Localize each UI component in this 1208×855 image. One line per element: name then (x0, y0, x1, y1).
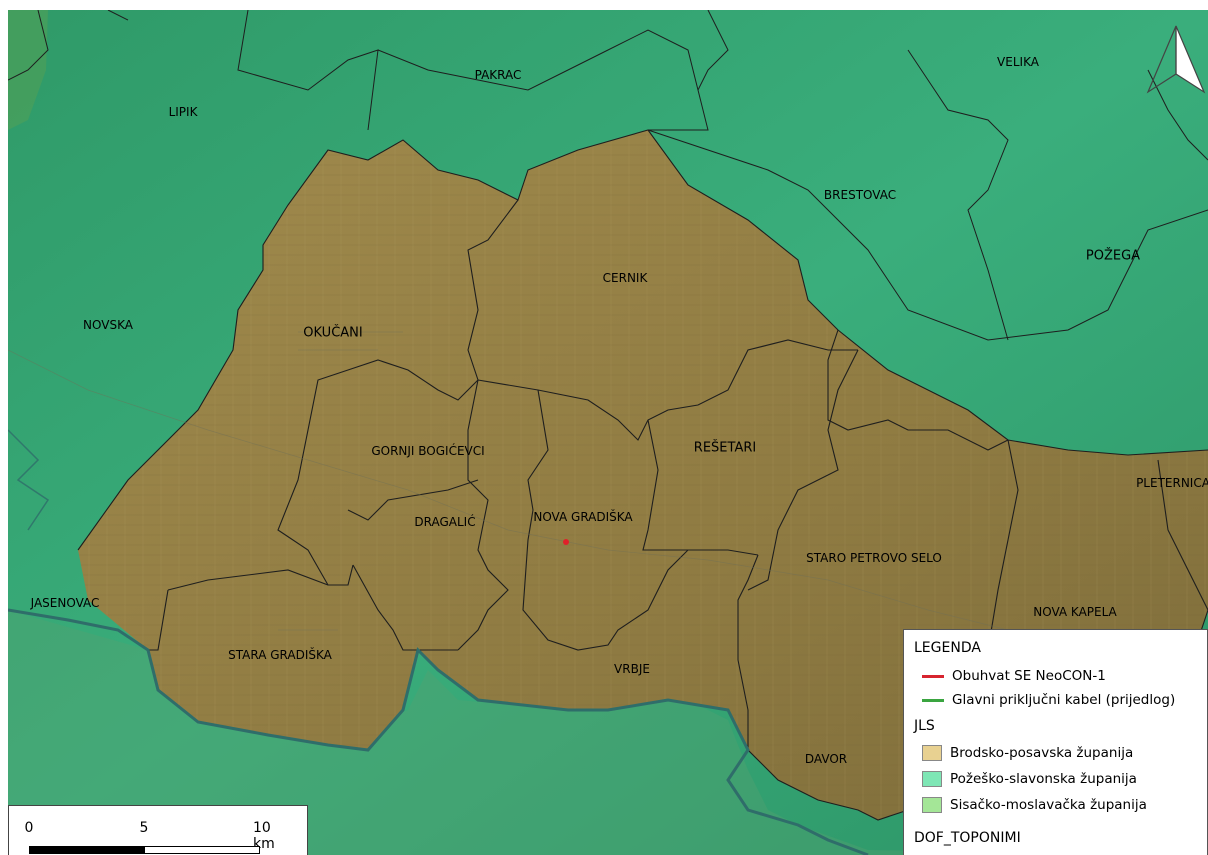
place-label-novska: NOVSKA (83, 318, 133, 332)
sava-river (8, 608, 869, 855)
place-label-brestovac: BRESTOVAC (823, 188, 897, 202)
legend-item-label: Sisačko-moslavačka županija (950, 797, 1147, 813)
roads (8, 331, 1009, 631)
legend-panel: LEGENDA Obuhvat SE NeoCON-1 Glavni prikl… (903, 629, 1208, 855)
legend-item-label: Glavni priključni kabel (prijedlog) (952, 692, 1176, 708)
legend-item-project-boundary: Obuhvat SE NeoCON-1 (922, 666, 1106, 686)
south-lowland (8, 610, 1208, 855)
place-label-vrbje: VRBJE (614, 662, 650, 676)
legend-item-label: Obuhvat SE NeoCON-1 (952, 668, 1106, 684)
legend-dof-title: DOF_TOPONIMI (914, 830, 1021, 846)
legend-item-sisak-moslavina: Sisačko-moslavačka županija (922, 795, 1147, 815)
legend-item-pozega-slavonia: Požeško-slavonska županija (922, 769, 1137, 789)
scale-bar: 0 5 10 km (8, 805, 308, 855)
place-label-davor: DAVOR (804, 752, 848, 766)
place-label-lipik: LIPIK (168, 105, 198, 119)
legend-title: LEGENDA (914, 640, 981, 656)
place-label-cernik: CERNIK (602, 271, 648, 285)
project-site-marker[interactable] (563, 539, 569, 545)
place-label-dragalic: DRAGALIĆ (414, 515, 476, 529)
municipality-boundaries (77, 129, 1208, 821)
legend-jls-title: JLS (914, 718, 935, 734)
scale-bar-black-segment (29, 846, 144, 854)
place-label-jasenovac: JASENOVAC (30, 596, 100, 610)
red-line-icon (922, 674, 944, 678)
beige-swatch-icon (922, 745, 942, 761)
place-label-nova-kapela: NOVA KAPELA (1033, 605, 1117, 619)
scale-label-0: 0 (24, 820, 34, 836)
place-label-resetari: REŠETARI (693, 440, 757, 456)
place-label-pozega: POŽEGA (1085, 248, 1141, 264)
legend-item-label: Požeško-slavonska županija (950, 771, 1137, 787)
legend-item-main-cable: Glavni priključni kabel (prijedlog) (922, 690, 1175, 710)
river-una (8, 429, 50, 531)
green-line-icon (922, 698, 944, 702)
place-label-staro-petrovo-selo: STARO PETROVO SELO (806, 551, 942, 565)
place-label-okucani: OKUČANI (303, 325, 363, 341)
place-label-nova-gradiska: NOVA GRADIŠKA (533, 510, 633, 524)
place-label-pleternica: PLETERNICA (1136, 476, 1208, 490)
north-arrow-icon (1146, 25, 1206, 94)
teal-swatch-icon (922, 771, 942, 787)
legend-item-brod-posavina: Brodsko-posavska županija (922, 743, 1133, 763)
place-label-velika: VELIKA (997, 55, 1039, 69)
legend-item-label: Brodsko-posavska županija (950, 745, 1134, 761)
scale-bar-white-segment (144, 846, 260, 854)
light-green-swatch-icon (922, 797, 942, 813)
place-label-stara-gradiska: STARA GRADIŠKA (228, 648, 332, 662)
scale-label-5: 5 (139, 820, 149, 836)
place-label-pakrac: PAKRAC (474, 68, 522, 82)
map-canvas[interactable]: PAKRAC LIPIK VELIKA BRESTOVAC POŽEGA NOV… (8, 10, 1208, 855)
green-boundaries (8, 10, 1208, 341)
place-label-gornji-bogicevci: GORNJI BOGIĆEVCI (371, 444, 485, 458)
